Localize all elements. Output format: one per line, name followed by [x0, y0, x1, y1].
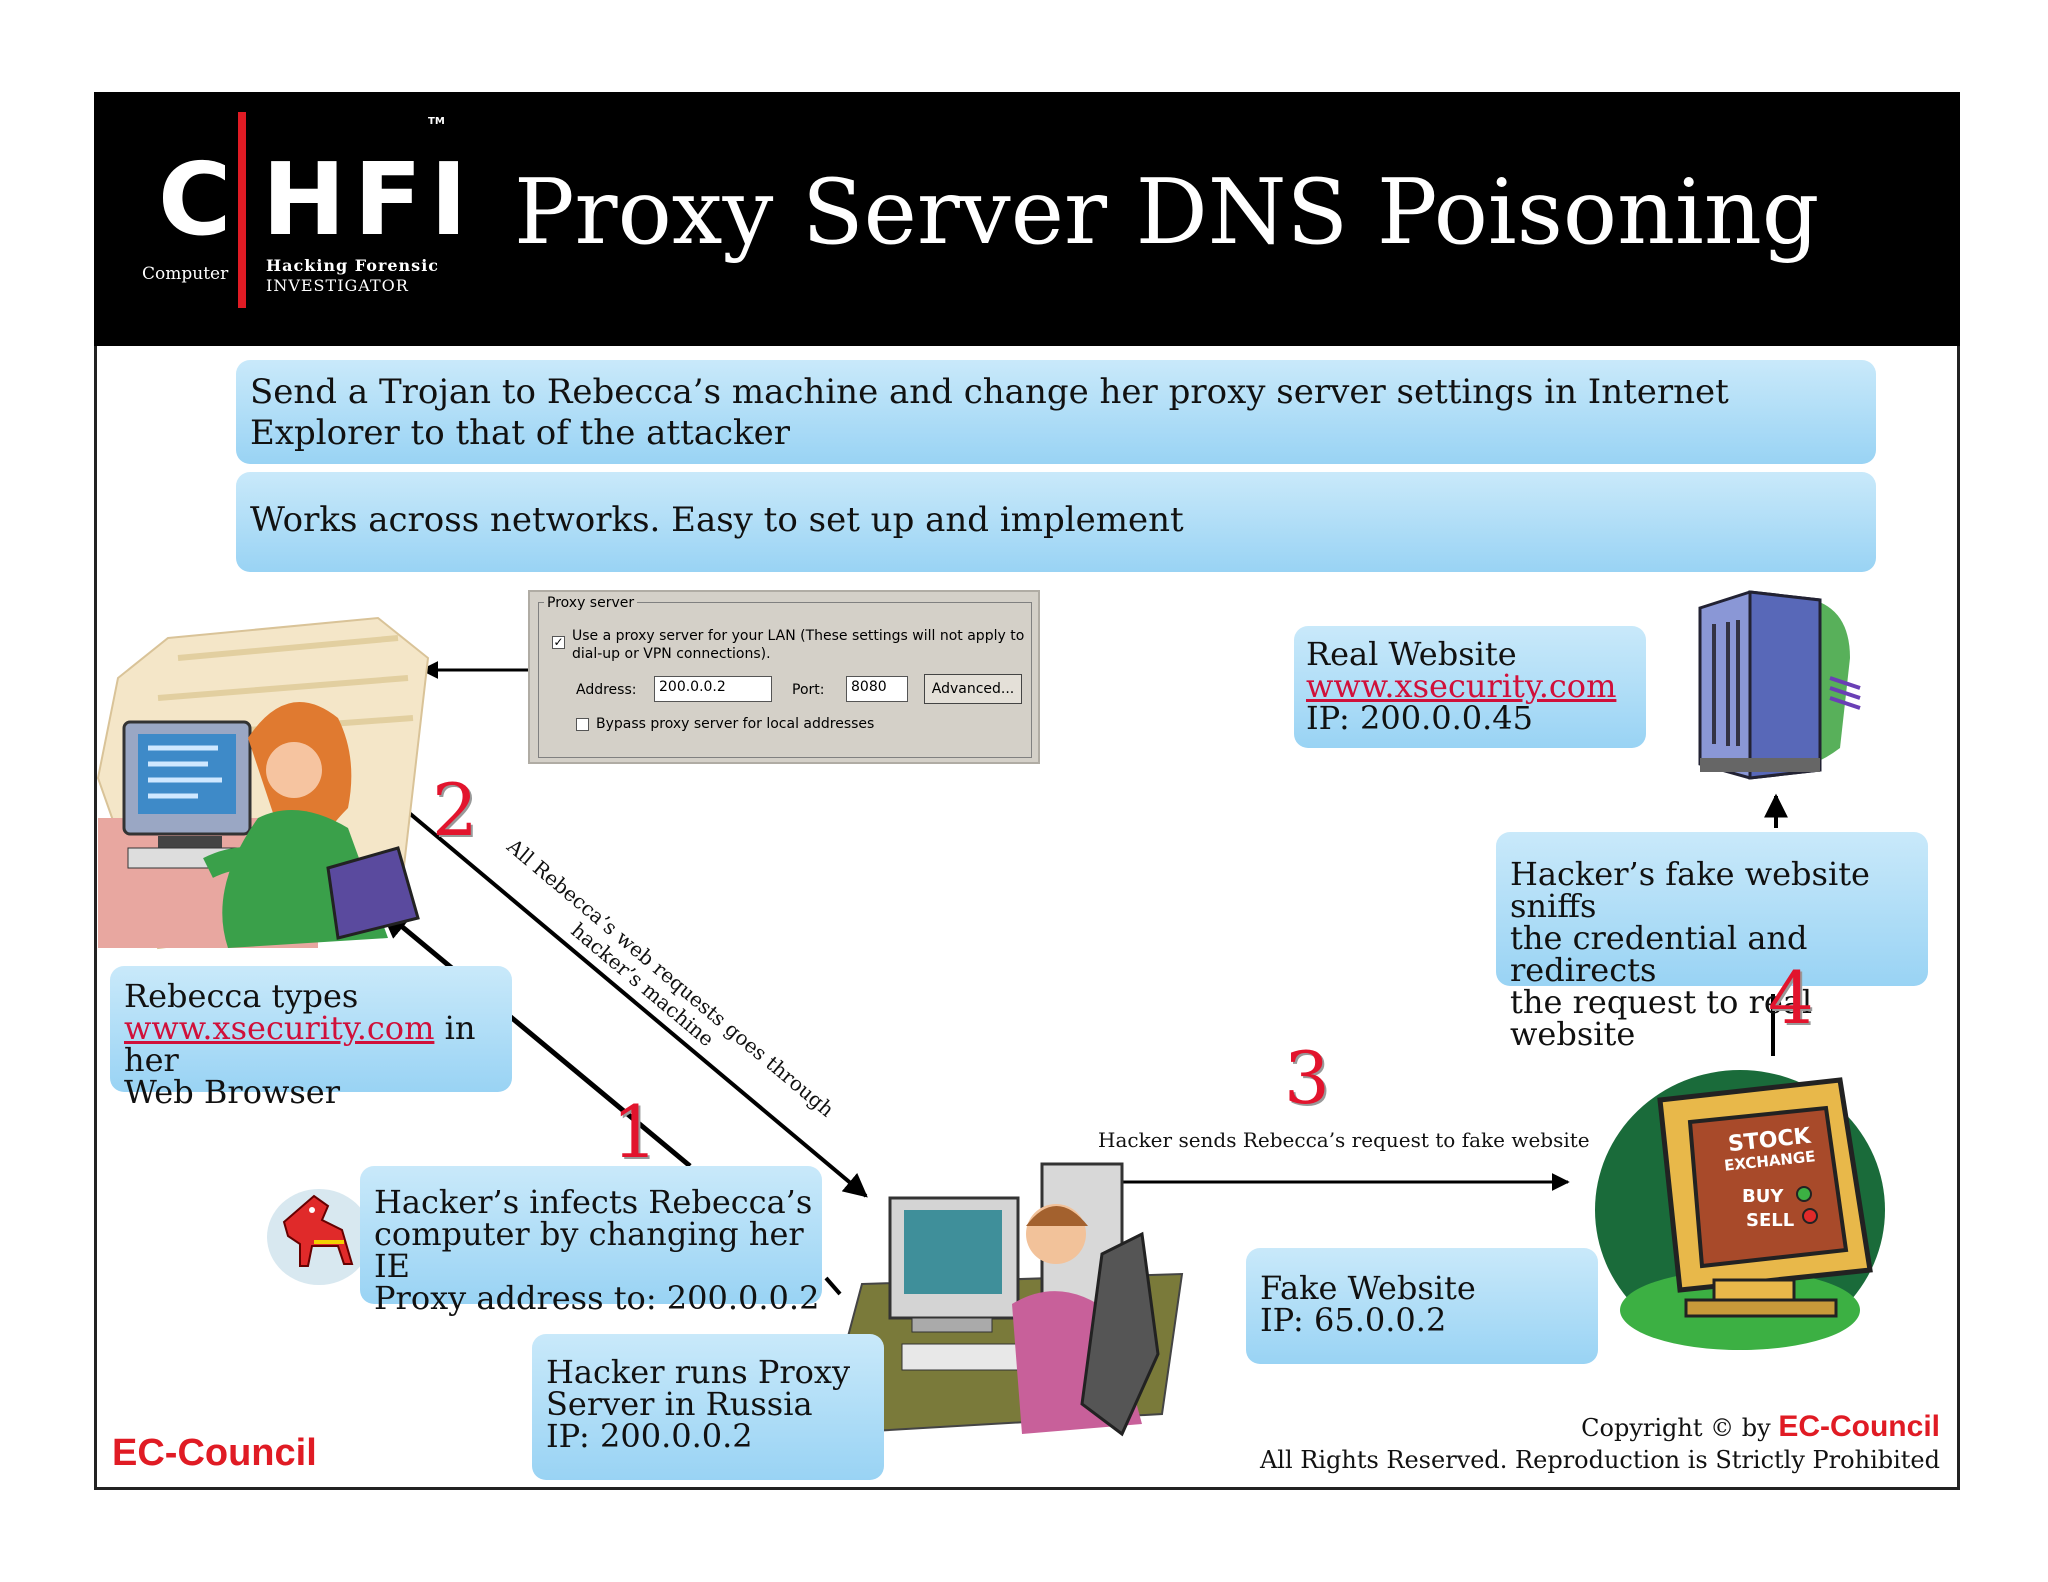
step-number-3: 3: [1284, 1036, 1330, 1120]
infect-line1: Hacker’s infects Rebecca’s: [374, 1183, 813, 1221]
logo-trademark: TM: [428, 116, 445, 127]
sniff-box: Hacker’s fake website sniffs the credent…: [1496, 832, 1928, 1050]
logo-computer-text: Computer: [142, 264, 229, 284]
rebecca-line2-suffix: in her: [124, 1009, 476, 1079]
header-bar: [94, 92, 1960, 346]
real-line3: IP: 200.0.0.45: [1306, 699, 1534, 737]
fake-line1: Fake Website: [1260, 1269, 1476, 1307]
ec-council-logo-left: EC-Council: [112, 1432, 317, 1474]
banner-networks: Works across networks. Easy to set up an…: [236, 472, 1876, 572]
sniff-line3: the request to real website: [1510, 983, 1813, 1053]
port-label: Port:: [792, 682, 825, 698]
rebecca-line3: Web Browser: [124, 1073, 340, 1111]
step-number-4: 4: [1768, 956, 1814, 1040]
rebecca-illustration: [96, 616, 430, 950]
requests-arrow-tail: [824, 1276, 842, 1296]
copyright-line: Copyright © by EC-Council: [1581, 1410, 1940, 1444]
banner-trojan-text: Send a Trojan to Rebecca’s machine and c…: [250, 372, 1729, 453]
port-input[interactable]: 8080: [846, 676, 908, 702]
infect-line2: computer by changing her IE: [374, 1215, 804, 1285]
page-title: Proxy Server DNS Poisoning: [514, 160, 1820, 265]
banner-networks-text: Works across networks. Easy to set up an…: [250, 500, 1184, 540]
fake-website-monitor-icon: [1595, 1070, 1885, 1350]
use-proxy-label-2: dial-up or VPN connections).: [572, 646, 771, 662]
logo-letter-c: C: [158, 141, 232, 258]
bypass-proxy-label: Bypass proxy server for local addresses: [596, 716, 875, 732]
logo-investigator-text: INVESTIGATOR: [266, 276, 409, 295]
proxy-group-title: Proxy server: [544, 595, 638, 611]
proxy-line2: Server in Russia: [546, 1385, 813, 1423]
proxy-line3: IP: 200.0.0.2: [546, 1417, 753, 1455]
infect-line3: Proxy address to: 200.0.0.2: [374, 1279, 820, 1317]
proxy-line1: Hacker runs Proxy: [546, 1353, 851, 1391]
infect-arrow: [379, 908, 692, 1168]
real-line1: Real Website: [1306, 635, 1517, 673]
hacker-proxy-box: Hacker runs Proxy Server in Russia IP: 2…: [532, 1334, 884, 1480]
real-url-link[interactable]: www.xsecurity.com: [1306, 667, 1617, 705]
ec-council-logo-right: EC-Council: [1778, 1410, 1940, 1443]
proxy-server-group: [538, 602, 1032, 758]
logo-letters-hfi: HFI: [262, 141, 476, 258]
fake-website-box: Fake Website IP: 65.0.0.2: [1246, 1248, 1598, 1364]
requests-arrow: [406, 810, 868, 1198]
advanced-button[interactable]: Advanced...: [924, 674, 1022, 704]
rights-line: All Rights Reserved. Reproduction is Str…: [1259, 1446, 1940, 1474]
proxy-settings-dialog: Proxy server ✓ Use a proxy server for yo…: [528, 590, 1040, 764]
logo-red-bar: [238, 112, 246, 308]
step-number-2: 2: [432, 768, 478, 852]
address-label: Address:: [576, 682, 637, 698]
trojan-horse-icon: [267, 1189, 371, 1285]
rebecca-url-link[interactable]: www.xsecurity.com: [124, 1009, 435, 1047]
hacker-illustration: [820, 1162, 1184, 1437]
use-proxy-checkbox[interactable]: ✓: [552, 635, 565, 649]
rebecca-line1: Rebecca types: [124, 977, 359, 1015]
real-server-icon: [1698, 590, 1861, 780]
rebecca-types-box: Rebecca types www.xsecurity.com in her W…: [110, 966, 512, 1108]
fake-line2: IP: 65.0.0.2: [1260, 1301, 1447, 1339]
sniff-line2: the credential and redirects: [1510, 919, 1808, 989]
sell-text: SELL: [1746, 1210, 1795, 1231]
buy-text: BUY: [1742, 1186, 1784, 1207]
logo-hacking-forensic-text: Hacking Forensic: [266, 256, 440, 275]
bypass-proxy-checkbox[interactable]: [576, 718, 589, 731]
use-proxy-label-1: Use a proxy server for your LAN (These s…: [572, 628, 1025, 644]
sniff-line1: Hacker’s fake website sniffs: [1510, 855, 1870, 925]
real-website-box: Real Website www.xsecurity.com IP: 200.0…: [1294, 626, 1646, 748]
step-number-1: 1: [612, 1090, 658, 1174]
step3-caption: Hacker sends Rebecca’s request to fake w…: [1098, 1128, 1590, 1152]
banner-trojan: Send a Trojan to Rebecca’s machine and c…: [236, 360, 1876, 464]
copyright-prefix: Copyright © by: [1581, 1414, 1779, 1442]
infect-box: Hacker’s infects Rebecca’s computer by c…: [360, 1166, 822, 1314]
address-input[interactable]: 200.0.0.2: [654, 676, 772, 702]
